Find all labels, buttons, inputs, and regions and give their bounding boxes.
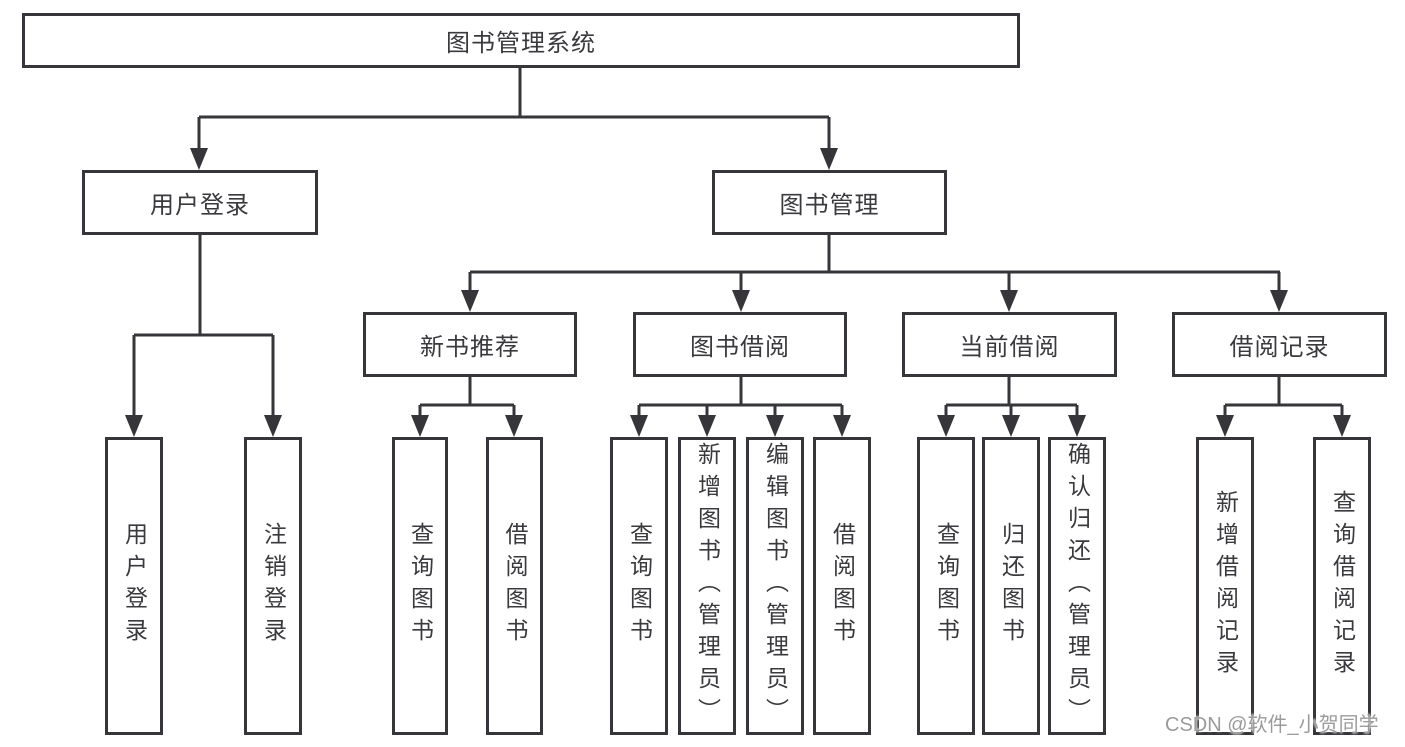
arrowhead-icon: [1000, 290, 1018, 312]
leaf-add-books-admin: 新增图书（管理员）: [678, 437, 736, 735]
arrowhead-icon: [820, 148, 838, 170]
connector-arrowheads: [125, 148, 1351, 437]
leaf-label: 确认归还（管理员）: [1064, 442, 1091, 730]
connector: [637, 377, 844, 419]
leaf-query-borrow-record: 查询借阅记录: [1313, 437, 1371, 735]
leaf-label: 借阅图书: [502, 522, 528, 650]
leaf-label: 归还图书: [998, 522, 1025, 650]
connector: [468, 235, 1281, 294]
leaf-add-borrow-record: 新增借阅记录: [1196, 437, 1254, 735]
connector: [418, 377, 516, 419]
connector: [1223, 377, 1344, 419]
arrowhead-icon: [411, 415, 429, 437]
leaf-label: 借阅图书: [829, 522, 856, 650]
arrowhead-icon: [190, 148, 208, 170]
arrowhead-icon: [698, 415, 716, 437]
leaf-label: 注销登录: [260, 522, 287, 650]
arrowhead-icon: [1216, 415, 1234, 437]
arrowhead-icon: [833, 415, 851, 437]
arrowhead-icon: [461, 290, 479, 312]
arrowhead-icon: [630, 415, 648, 437]
arrowhead-icon: [1068, 415, 1086, 437]
leaf-label: 查询图书: [933, 522, 960, 650]
leaf-label: 用户登录: [121, 522, 148, 650]
leaf-borrow-books-1: 借阅图书: [486, 437, 543, 735]
leaf-logout: 注销登录: [244, 437, 302, 735]
arrowhead-icon: [732, 290, 750, 312]
node-new-book-recommend: 新书推荐: [363, 312, 577, 377]
node-borrow-records: 借阅记录: [1172, 312, 1387, 377]
leaf-label: 新增借阅记录: [1212, 490, 1239, 682]
csdn-watermark: CSDN @软件_小贺同学: [1165, 714, 1379, 736]
leaf-label: 查询图书: [626, 522, 653, 650]
arrowhead-icon: [1270, 290, 1288, 312]
arrowhead-icon: [937, 415, 955, 437]
arrowhead-icon: [264, 415, 282, 437]
connector: [944, 377, 1079, 419]
leaf-user-login: 用户登录: [105, 437, 163, 735]
arrowhead-icon: [125, 415, 143, 437]
leaf-query-books-1: 查询图书: [392, 437, 448, 735]
node-book-borrow: 图书借阅: [633, 312, 847, 377]
arrowhead-icon: [766, 415, 784, 437]
arrowhead-icon: [1002, 415, 1020, 437]
node-book-management: 图书管理: [712, 170, 947, 235]
leaf-label: 查询图书: [407, 522, 434, 650]
leaf-edit-books-admin: 编辑图书（管理员）: [746, 437, 804, 735]
arrowhead-icon: [505, 415, 523, 437]
leaf-confirm-return-admin: 确认归还（管理员）: [1048, 437, 1106, 735]
leaf-label: 新增图书（管理员）: [694, 442, 721, 730]
leaf-query-books-2: 查询图书: [610, 437, 668, 735]
node-current-borrow: 当前借阅: [902, 312, 1117, 377]
connector: [197, 68, 831, 152]
connector: [132, 235, 275, 419]
arrowhead-icon: [1333, 415, 1351, 437]
leaf-borrow-books-2: 借阅图书: [813, 437, 871, 735]
node-root-system: 图书管理系统: [22, 13, 1020, 68]
leaf-label: 查询借阅记录: [1329, 490, 1356, 682]
leaf-return-books: 归还图书: [982, 437, 1040, 735]
node-user-login: 用户登录: [82, 170, 318, 235]
leaf-query-books-3: 查询图书: [917, 437, 975, 735]
connector-lines: [132, 68, 1344, 419]
leaf-label: 编辑图书（管理员）: [762, 442, 789, 730]
